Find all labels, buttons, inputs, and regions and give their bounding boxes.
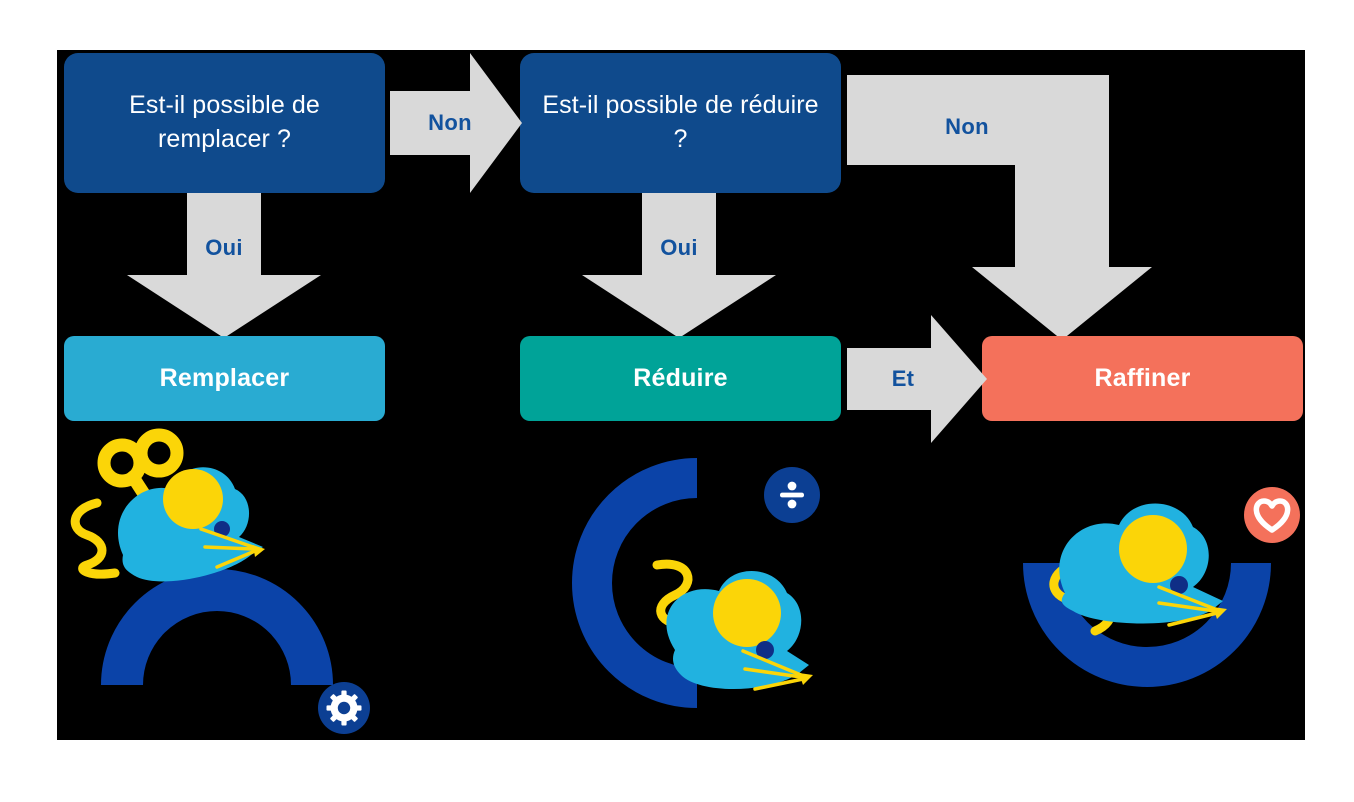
mouse-ear [713, 579, 781, 647]
mouse-whiskers [741, 649, 805, 691]
heart-badge [1244, 487, 1300, 543]
outcome-box-remplacer[interactable]: Remplacer [64, 336, 385, 421]
arrow-down-shape [582, 193, 776, 338]
arrow-oui-reduce[interactable] [582, 193, 776, 338]
badge-circle [1244, 487, 1300, 543]
outcome-box-raffiner[interactable]: Raffiner [982, 336, 1303, 421]
heart-icon [1253, 498, 1291, 533]
mouse-whiskers [1157, 585, 1219, 627]
mouse-tail [652, 559, 693, 630]
arrow-non-replace-to-reduce[interactable] [390, 53, 522, 193]
mouse-nose [1213, 607, 1227, 619]
mouse-eye [756, 641, 774, 659]
arrow-right-shape [390, 53, 522, 193]
outcome-box-remplacer-label: Remplacer [159, 364, 290, 392]
mouse-eye [214, 521, 230, 537]
decision-box-reduce[interactable]: Est-il possible de réduire ? [520, 53, 841, 193]
mouse-eye [1170, 576, 1188, 594]
mouse-whiskers [199, 527, 257, 569]
decision-box-reduce-label: Est-il possible de réduire ? [542, 91, 819, 153]
mouse-nose [253, 545, 265, 557]
arc-blue [1023, 562, 1271, 687]
gear-badge [318, 682, 370, 734]
arrow-right-shape [847, 315, 987, 443]
mouse-ear [1119, 515, 1187, 583]
decision-box-replace-label: Est-il possible de remplacer ? [129, 91, 320, 153]
arrow-down-shape [127, 193, 321, 338]
divide-icon [780, 481, 804, 509]
outcome-box-reduire-label: Réduire [633, 364, 728, 392]
arc-blue [101, 569, 333, 686]
diagram-canvas: Est-il possible de remplacer ? Est-il po… [57, 50, 1305, 740]
outcome-box-reduire[interactable]: Réduire [520, 336, 841, 421]
illustration-wind-up-mouse [67, 425, 397, 734]
arrow-et-reduce-to-refine[interactable] [847, 315, 987, 443]
decision-box-replace[interactable]: Est-il possible de remplacer ? [64, 53, 385, 193]
illustration-mouse-cradled [987, 475, 1317, 730]
divide-badge [764, 467, 820, 523]
mouse-tail [70, 498, 120, 579]
arrow-oui-replace[interactable] [127, 193, 321, 338]
arrow-non-reduce-to-refine[interactable] [847, 75, 1207, 340]
illustration-mouse-in-arc [547, 445, 857, 730]
outcome-box-raffiner-label: Raffiner [1094, 364, 1191, 392]
arrow-elbow-shape [847, 75, 1152, 340]
mouse-nose [799, 673, 813, 685]
arc-blue [572, 458, 698, 708]
gear-icon [326, 690, 362, 726]
mouse-ear [163, 469, 223, 529]
